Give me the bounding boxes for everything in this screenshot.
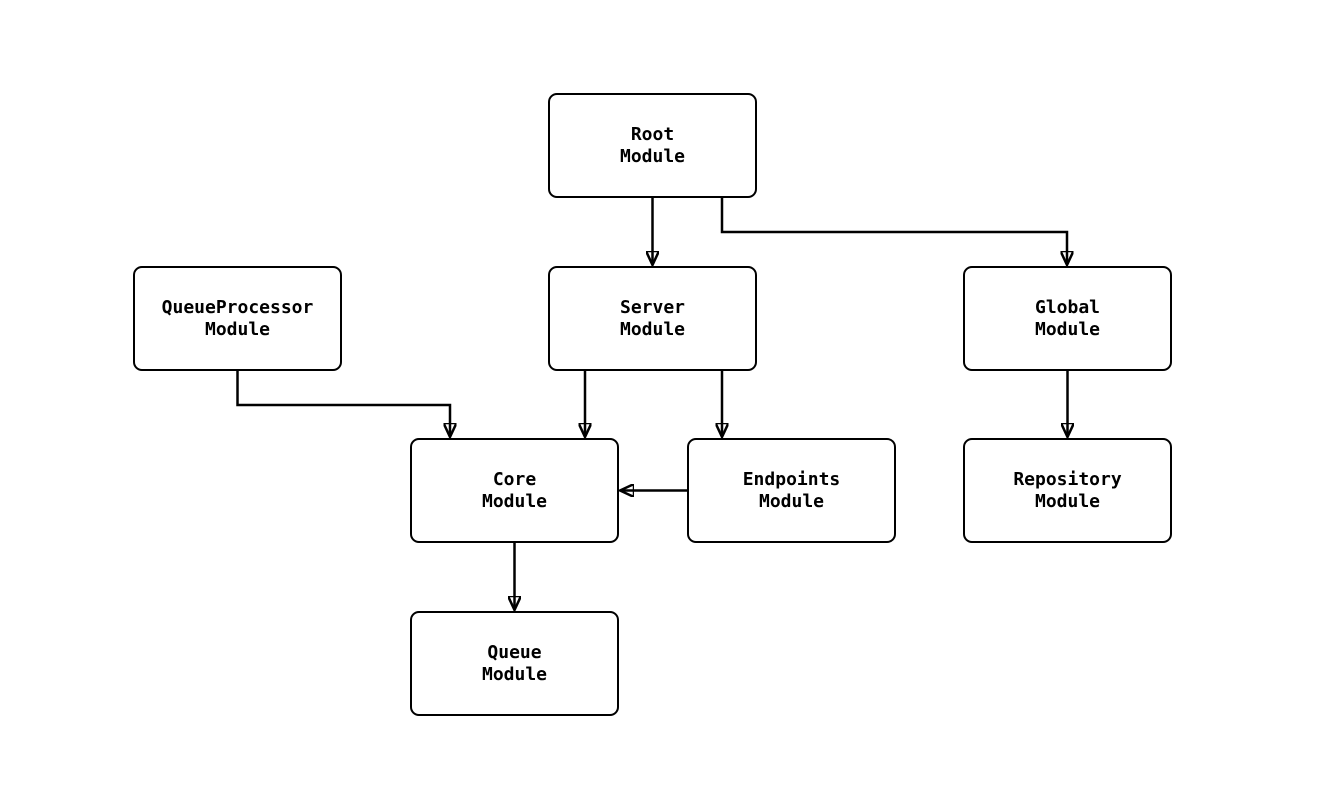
edge-root-global-arrow xyxy=(720,198,1067,264)
node-repository-module-suffix: Module xyxy=(1034,490,1101,512)
node-queue-module: Queue Module xyxy=(410,611,619,716)
node-core-module-name: Core xyxy=(492,468,537,490)
node-queueprocessor-module-name: QueueProcessor xyxy=(161,296,314,318)
edge-queueprocessor-core-arrow xyxy=(236,371,451,436)
node-core-module-suffix: Module xyxy=(481,490,548,512)
node-repository-module-name: Repository xyxy=(1013,468,1122,490)
node-queue-module-suffix: Module xyxy=(481,663,548,685)
node-global-module: Global Module xyxy=(963,266,1172,371)
node-global-module-suffix: Module xyxy=(1034,318,1101,340)
node-core-module: Core Module xyxy=(410,438,619,543)
node-endpoints-module-name: Endpoints xyxy=(742,468,841,490)
node-queueprocessor-module: QueueProcessor Module xyxy=(133,266,342,371)
node-endpoints-module: Endpoints Module xyxy=(687,438,896,543)
node-global-module-name: Global xyxy=(1034,296,1101,318)
node-server-module-suffix: Module xyxy=(619,318,686,340)
node-root-module: Root Module xyxy=(548,93,757,198)
node-server-module: Server Module xyxy=(548,266,757,371)
node-endpoints-module-suffix: Module xyxy=(758,490,825,512)
node-root-module-suffix: Module xyxy=(619,145,686,167)
node-queue-module-name: Queue xyxy=(487,641,542,663)
node-queueprocessor-module-suffix: Module xyxy=(204,318,271,340)
node-server-module-name: Server xyxy=(619,296,686,318)
node-repository-module: Repository Module xyxy=(963,438,1172,543)
node-root-module-name: Root xyxy=(630,123,675,145)
